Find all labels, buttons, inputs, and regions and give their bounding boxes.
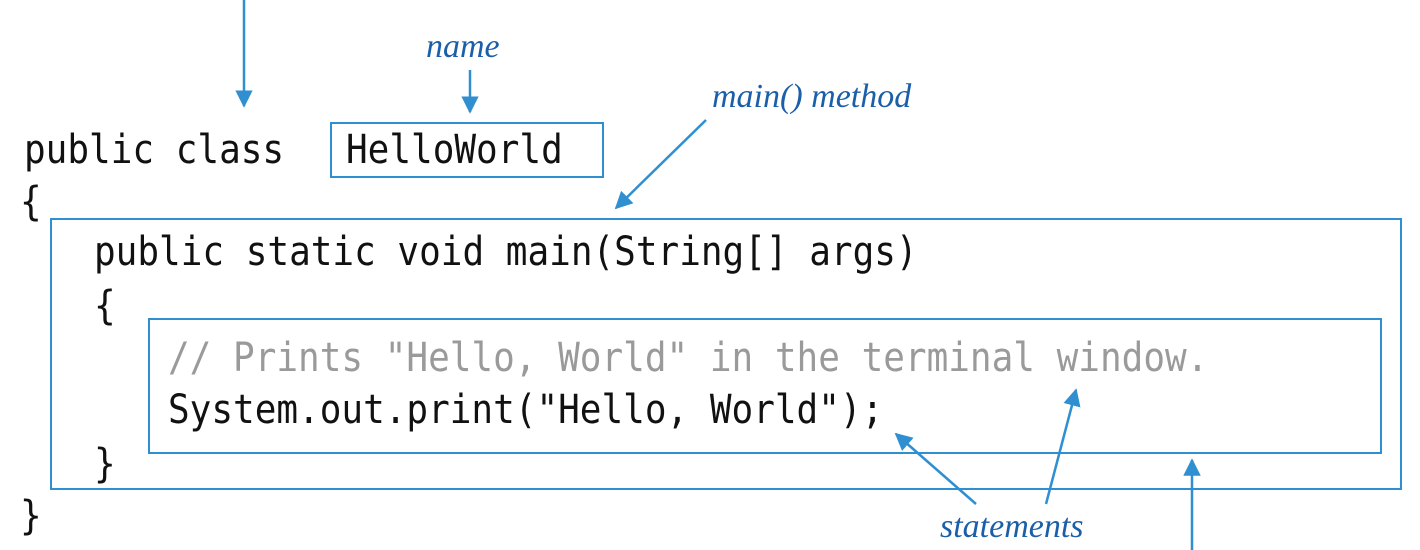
label-name: name <box>426 28 500 65</box>
code-public-class: public class <box>24 127 285 173</box>
main-method-body-box <box>50 218 1402 490</box>
arrow-to-comment <box>1044 388 1081 505</box>
statements-box <box>148 318 1382 454</box>
code-main-signature: public static void main(String[] args) <box>94 229 918 275</box>
code-main-close-brace: } <box>94 441 116 487</box>
code-class-open-brace: { <box>20 179 42 225</box>
class-name-box <box>330 122 604 178</box>
code-comment: // Prints "Hello, World" in the terminal… <box>168 335 1209 381</box>
arrow-to-main-method <box>614 119 707 210</box>
code-class-close-brace: } <box>20 493 42 539</box>
arrow-to-print-statement <box>894 432 977 505</box>
code-main-open-brace: { <box>94 283 116 329</box>
code-print-statement: System.out.print("Hello, World"); <box>168 387 884 433</box>
label-main-method: main() method <box>712 78 912 115</box>
code-class-name: HelloWorld <box>346 127 563 173</box>
label-statements: statements <box>940 508 1084 545</box>
